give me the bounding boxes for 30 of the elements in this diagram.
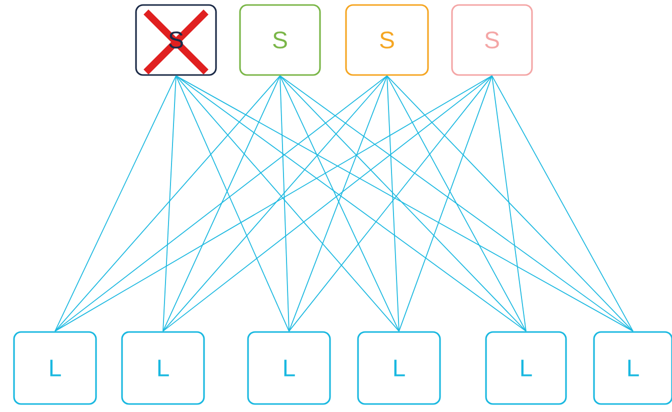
leaf-box: L xyxy=(121,331,205,405)
connector-line xyxy=(54,75,280,332)
connector-line xyxy=(54,75,388,332)
connector-line xyxy=(386,75,634,332)
leaf-box: L xyxy=(357,331,441,405)
connector-line xyxy=(162,75,280,332)
leaf-box: L xyxy=(593,331,672,405)
connector-line xyxy=(176,75,634,332)
leaf-box: L xyxy=(13,331,97,405)
spine-box: S xyxy=(345,4,429,76)
connector-line xyxy=(280,75,634,332)
connector-line xyxy=(288,75,388,332)
connector-line xyxy=(176,75,290,332)
connector-line xyxy=(386,75,400,332)
connector-line xyxy=(280,75,526,332)
connector-line xyxy=(280,75,290,332)
connector-line xyxy=(288,75,492,332)
connector-line xyxy=(386,75,526,332)
spine-box: S xyxy=(135,4,217,76)
connector-line xyxy=(398,75,492,332)
connector-line xyxy=(162,75,176,332)
spine-box: S xyxy=(451,4,533,76)
connector-line xyxy=(492,75,526,332)
spine-box: S xyxy=(239,4,321,76)
connector-line xyxy=(492,75,634,332)
leaf-box: L xyxy=(247,331,331,405)
connector-line xyxy=(54,75,176,332)
connector-line xyxy=(54,75,492,332)
connector-line xyxy=(280,75,400,332)
leaf-box: L xyxy=(485,331,567,405)
